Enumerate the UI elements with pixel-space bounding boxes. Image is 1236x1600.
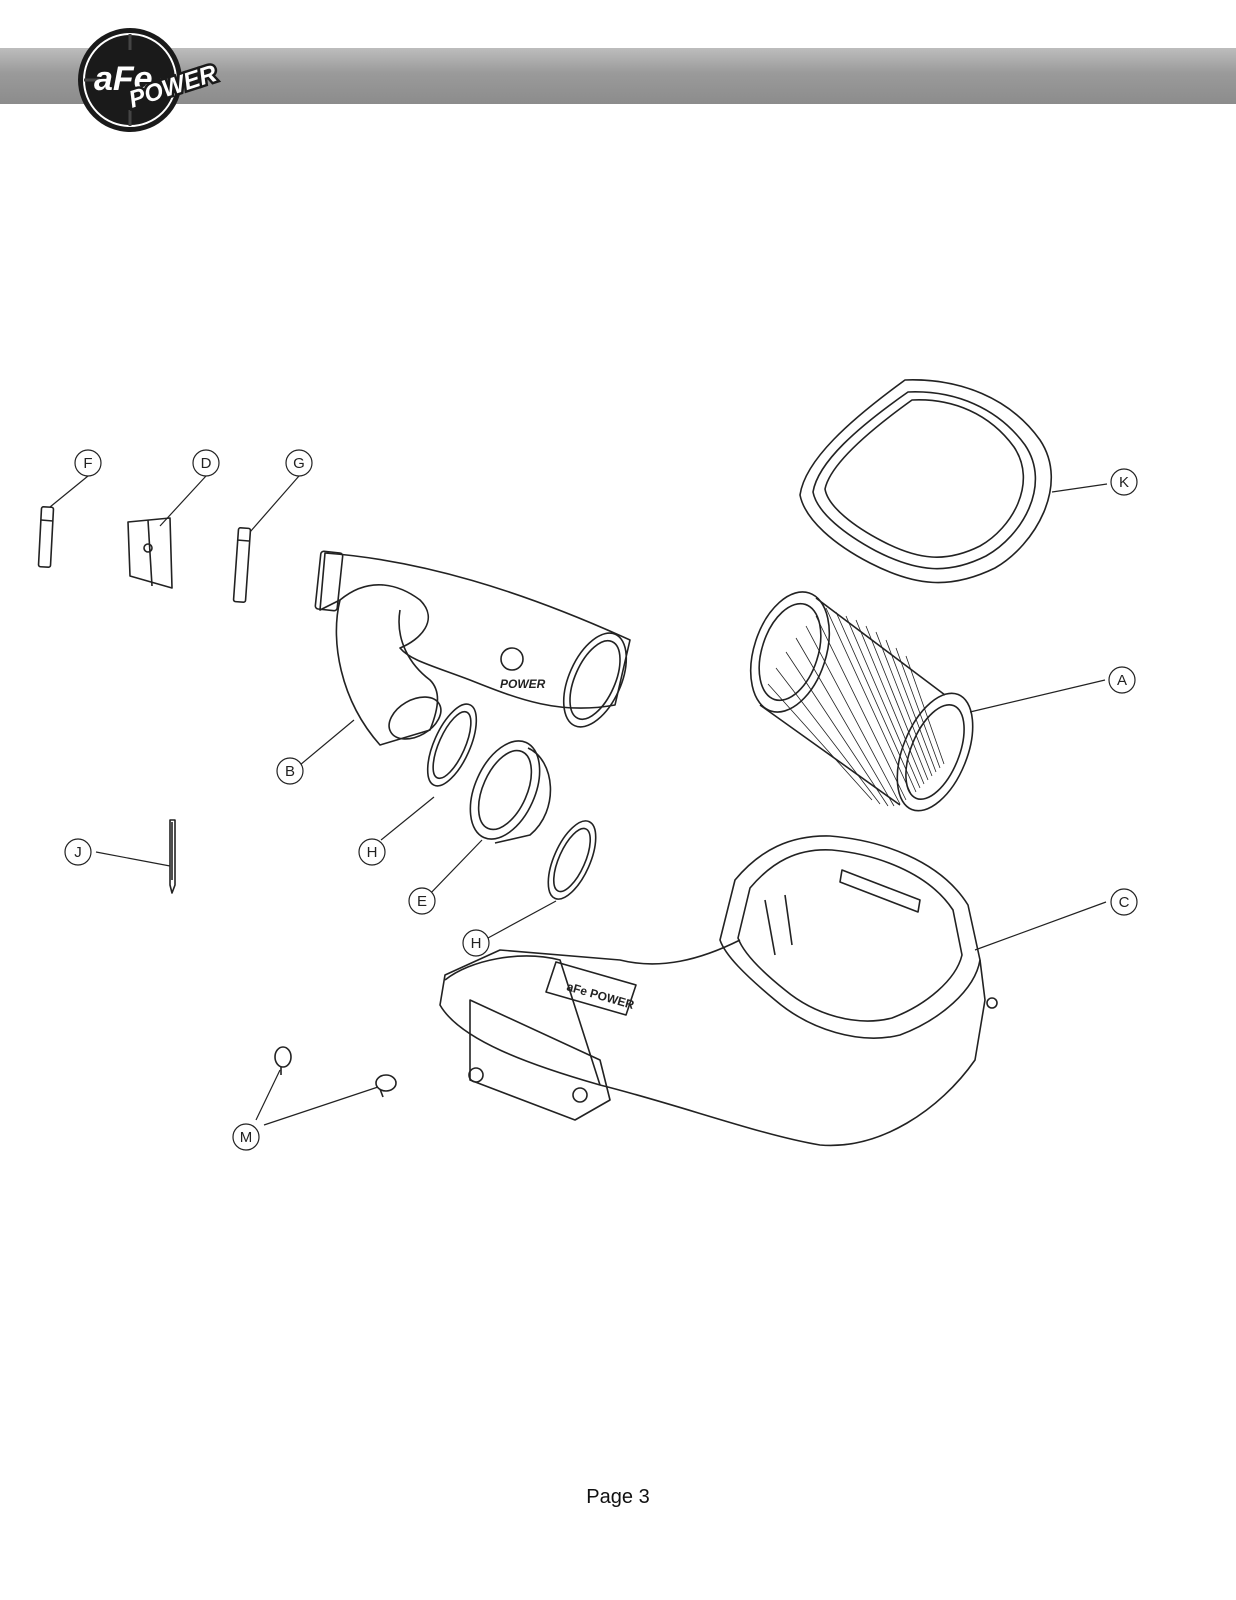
part-j-tie <box>169 819 176 894</box>
callout-c: C <box>1119 894 1130 911</box>
callout-b: B <box>285 763 295 780</box>
callout-h-1: H <box>367 844 378 861</box>
callout-g: G <box>293 455 305 472</box>
callout-k: K <box>1119 474 1129 491</box>
part-h-clamp-2 <box>547 820 597 900</box>
leader-lines <box>49 475 1108 1126</box>
callout-f: F <box>83 455 92 472</box>
logo-text-afe: aFe <box>94 60 153 98</box>
callout-e: E <box>417 893 427 910</box>
page-number: Page 3 <box>586 1486 650 1508</box>
callout-h-2: H <box>471 935 482 952</box>
part-c-airbox: aFe POWER <box>439 835 998 1147</box>
part-h-clamp-1 <box>426 703 478 787</box>
callout-d: D <box>201 455 212 472</box>
part-g-pin <box>232 527 252 603</box>
part-d-bracket <box>127 517 173 589</box>
afe-power-logo: aFe POWER <box>78 28 223 132</box>
header-bar <box>0 48 1236 104</box>
callout-j: J <box>74 844 82 861</box>
callout-circles <box>64 449 1138 1151</box>
callout-m: M <box>240 1129 253 1146</box>
part-k-gasket <box>799 379 1052 584</box>
part-f-pin <box>37 506 55 568</box>
callout-a: A <box>1117 672 1127 689</box>
part-b-intake-tube: POWER <box>314 550 631 746</box>
part-m-pins <box>274 1046 397 1098</box>
part-e-coupler <box>469 740 552 844</box>
part-a-filter <box>749 591 974 812</box>
svg-text:POWER: POWER <box>500 677 546 691</box>
